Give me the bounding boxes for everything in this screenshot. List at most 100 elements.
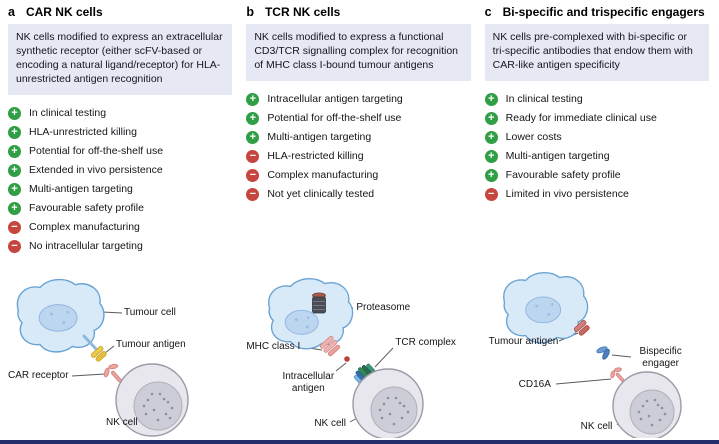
item-text: Limited in vivo persistence <box>505 188 629 201</box>
item-text: Multi-antigen targeting <box>505 150 610 163</box>
tumour-antigen-label: Tumour antigen <box>488 336 559 347</box>
list-item: + Multi-antigen targeting <box>8 180 232 199</box>
mhc-class-i-icon <box>320 335 341 357</box>
plus-icon: + <box>246 130 260 144</box>
item-text: In clinical testing <box>29 107 107 120</box>
item-text: No intracellular targeting <box>29 240 143 253</box>
tcr-nk-illustration: Proteasome MHC class I TCR complex Intra… <box>246 204 470 438</box>
plus-icon: + <box>8 182 21 196</box>
plus-icon: + <box>484 168 498 182</box>
tcr-complex-label: TCR complex <box>395 337 456 348</box>
nk-cell-shape <box>611 371 682 438</box>
item-text: Not yet clinically tested <box>267 188 375 201</box>
cd16a-icon <box>609 367 624 382</box>
plus-icon: + <box>484 92 498 106</box>
minus-icon: − <box>484 187 498 201</box>
mhc-class-i-label: MHC class I <box>246 341 301 352</box>
list-item: −HLA-restricted killing <box>246 147 470 166</box>
panel-title: TCR NK cells <box>264 5 341 19</box>
item-text: Multi-antigen targeting <box>29 183 133 196</box>
minus-icon: − <box>246 187 260 201</box>
proteasome-icon <box>312 292 327 314</box>
panel-letter: a <box>8 5 15 19</box>
tumour-cell-shape <box>268 278 354 350</box>
item-text: In clinical testing <box>505 93 583 106</box>
plus-icon: + <box>484 149 498 163</box>
cd16a-label: CD16A <box>518 379 551 390</box>
list-item: + HLA-unrestricted killing <box>8 123 232 142</box>
minus-icon: − <box>246 149 260 163</box>
minus-icon: − <box>246 168 260 182</box>
list-item: + Intracellular antigen targeting <box>246 90 470 109</box>
item-text: Potential for off-the-shelf use <box>29 145 164 158</box>
list-item: −No intracellular targeting <box>8 237 232 256</box>
nk-cell-shape <box>352 368 425 438</box>
list-item: + In clinical testing <box>8 104 232 123</box>
list-item: −Not yet clinically tested <box>246 185 470 204</box>
item-text: Extended in vivo persistence <box>29 164 163 177</box>
plus-icon: + <box>8 144 21 158</box>
pro-con-list: + Intracellular antigen targeting + Potent… <box>246 90 470 204</box>
item-text: Complex manufacturing <box>267 169 379 182</box>
panel-a-header: a CAR NK cells <box>8 5 232 19</box>
list-item: + Favourable safety profile <box>8 199 232 218</box>
engagers-illustration: Tumour antigen Bispecific engager CD16A … <box>485 204 709 438</box>
item-text: Favourable safety profile <box>29 202 144 215</box>
nk-cell-label: NK cell <box>106 417 138 428</box>
item-text: Complex manufacturing <box>29 221 140 234</box>
panel-b-header: b TCR NK cells <box>246 5 470 19</box>
proteasome-label: Proteasome <box>356 302 411 313</box>
panel-c-header: c Bi-specific and trispecific engagers <box>485 5 709 19</box>
panel-description: NK cells modified to express an extracel… <box>8 24 233 95</box>
minus-icon: − <box>8 220 21 234</box>
panel-engagers: c Bi-specific and trispecific engagers N… <box>484 5 709 438</box>
pro-con-list: +In clinical testing +Ready for immediat… <box>484 90 709 204</box>
panel-title: CAR NK cells <box>25 5 103 19</box>
plus-icon: + <box>8 125 21 139</box>
list-item: −Limited in vivo persistence <box>484 185 709 204</box>
list-item: −Complex manufacturing <box>8 218 232 237</box>
car-nk-illustration: Tumour cell Tumour antigen CAR receptor … <box>8 256 232 438</box>
tcr-nk-diagram <box>268 278 425 438</box>
bispecific-engager-label: Bispecific engager <box>639 346 682 369</box>
item-text: Intracellular antigen targeting <box>267 93 403 106</box>
item-text: Potential for off-the-shelf use <box>267 112 402 125</box>
bispecific-engager-icon <box>596 346 610 360</box>
figure-footer-rule <box>0 440 719 444</box>
plus-icon: + <box>8 106 21 120</box>
engagers-diagram <box>502 272 682 438</box>
cell-protrusion <box>82 334 98 351</box>
item-text: HLA-restricted killing <box>267 150 364 163</box>
intracellular-antigen-label: Intracellular antigen <box>282 371 335 394</box>
nk-cell-label: NK cell <box>580 421 613 432</box>
panel-letter: c <box>484 5 492 19</box>
tumour-cell-shape <box>502 272 588 344</box>
intracellular-antigen-icon <box>344 356 351 362</box>
tumour-antigen-icon <box>90 346 107 362</box>
tumour-cell-shape <box>16 278 105 353</box>
panel-tcr-nk: b TCR NK cells NK cells modified to expr… <box>246 5 471 438</box>
car-receptor-icon <box>103 363 122 383</box>
panel-description: NK cells modified to express a functiona… <box>246 24 471 81</box>
list-item: +Ready for immediate clinical use <box>484 109 709 128</box>
list-item: + Multi-antigen targeting <box>484 147 709 166</box>
list-item: + In clinical testing <box>484 90 709 109</box>
item-text: HLA-unrestricted killing <box>29 126 137 139</box>
plus-icon: + <box>246 111 260 125</box>
tumour-cell-label: Tumour cell <box>124 307 176 318</box>
item-text: Lower costs <box>505 131 562 144</box>
item-text: Ready for immediate clinical use <box>505 112 657 125</box>
panel-title: Bi-specific and trispecific engagers <box>502 5 705 19</box>
panel-description: NK cells pre-complexed with bi-specific … <box>484 24 709 81</box>
plus-icon: + <box>8 201 21 215</box>
plus-icon: + <box>246 92 260 106</box>
nk-cell-shape <box>115 363 189 437</box>
list-item: −Complex manufacturing <box>246 166 470 185</box>
plus-icon: + <box>8 163 21 177</box>
list-item: + Potential for off-the-shelf use <box>246 109 470 128</box>
panel-letter: b <box>246 5 254 19</box>
car-nk-diagram <box>16 278 189 437</box>
nk-cell-label: NK cell <box>314 418 347 429</box>
plus-icon: + <box>484 130 498 144</box>
